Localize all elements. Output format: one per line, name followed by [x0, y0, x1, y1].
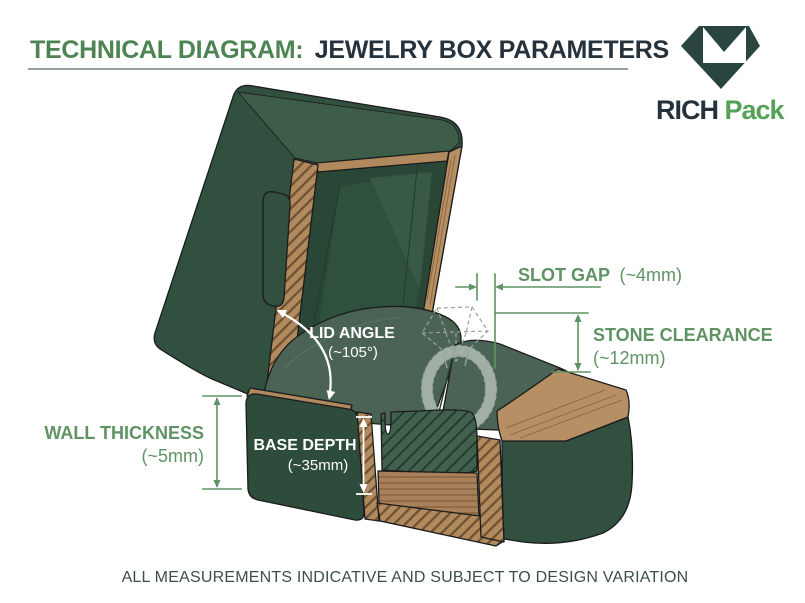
page-title: TECHNICAL DIAGRAM: JEWELRY BOX PARAMETER… — [30, 36, 669, 64]
lid-wood-grain-right — [426, 154, 456, 306]
brand-wordmark: RICH Pack — [656, 95, 786, 125]
page-title-accent: TECHNICAL DIAGRAM: — [30, 36, 303, 64]
wall-thickness-value: (~5mm) — [142, 446, 205, 466]
slot-gap-text: SLOT GAP (~4mm) — [518, 265, 682, 285]
base-depth-arrow-up — [359, 418, 368, 427]
lid-angle-arrow-bottom — [326, 390, 336, 400]
box-lid — [153, 84, 463, 404]
slot-gap-dimension-lines — [455, 273, 601, 369]
ring-diamond-facets — [421, 306, 489, 362]
slot-gap-arrow-right — [469, 283, 477, 291]
slot-gap-label: SLOT GAP — [518, 265, 610, 285]
ring-diamond — [421, 306, 489, 362]
base-right-block — [496, 368, 634, 544]
base-wood-grain — [505, 389, 623, 439]
header: TECHNICAL DIAGRAM: JEWELRY BOX PARAMETER… — [28, 36, 669, 70]
brand-secondary: Pack — [725, 95, 786, 125]
lid-interior-highlight — [370, 172, 432, 290]
lid-angle-annotation: LID ANGLE (~105°) — [277, 310, 395, 400]
jewelry-box-illustration — [153, 84, 634, 547]
wall-thickness-annotation: WALL THICKNESS (~5mm) — [44, 395, 242, 490]
front-wall-cross-section — [356, 411, 380, 522]
stone-clearance-label: STONE CLEARANCE — [593, 325, 773, 345]
wall-thickness-label: WALL THICKNESS — [44, 423, 204, 443]
brand-primary: RICH — [656, 95, 718, 125]
page-title-main: JEWELRY BOX PARAMETERS — [315, 36, 669, 64]
footer-disclaimer: ALL MEASUREMENTS INDICATIVE AND SUBJECT … — [122, 569, 689, 586]
base-depth-arrow-down — [359, 484, 368, 493]
base-depth-dimension — [356, 416, 372, 495]
right-wall-cross-section — [476, 435, 505, 543]
brand-logo: RICH Pack — [656, 26, 787, 125]
wall-thickness-arrow-up — [213, 397, 221, 405]
ring-band-inner-outline — [431, 355, 487, 423]
bottom-wall-cross-section — [376, 502, 505, 547]
base-depth-label: BASE DEPTH — [253, 437, 356, 454]
stone-clearance-dimension-lines — [494, 312, 591, 373]
base-cutaway — [245, 393, 505, 547]
base-outer-shell — [501, 416, 634, 544]
lid-angle-arrow-top — [277, 310, 287, 318]
slot-gap-value: (~4mm) — [619, 265, 682, 285]
lid-angle-label: LID ANGLE — [309, 325, 395, 342]
base-wood-rim — [496, 368, 630, 442]
slot-gap-arrow-left — [495, 283, 503, 291]
stone-clearance-value: (~12mm) — [593, 348, 666, 368]
lid-thumb-notch — [262, 191, 291, 307]
ring-prongs — [443, 352, 469, 369]
stone-clearance-arrow-down — [574, 363, 582, 371]
cushion-highlight — [281, 316, 401, 371]
stone-clearance-annotation: STONE CLEARANCE (~12mm) — [494, 312, 773, 373]
stone-clearance-arrow-up — [574, 314, 582, 322]
wall-thickness-arrow-down — [213, 480, 221, 488]
wall-thickness-dimension-lines — [202, 395, 242, 490]
base-depth-value: (~35mm) — [288, 457, 348, 474]
diamond-gem-icon — [681, 26, 760, 89]
cushion-cross-section — [380, 409, 478, 474]
lid-angle-arc — [277, 310, 332, 399]
slot-gap-annotation: SLOT GAP (~4mm) — [455, 265, 682, 369]
lid-angle-value: (~105°) — [328, 344, 378, 361]
base-depth-annotation: BASE DEPTH (~35mm) — [253, 416, 372, 495]
